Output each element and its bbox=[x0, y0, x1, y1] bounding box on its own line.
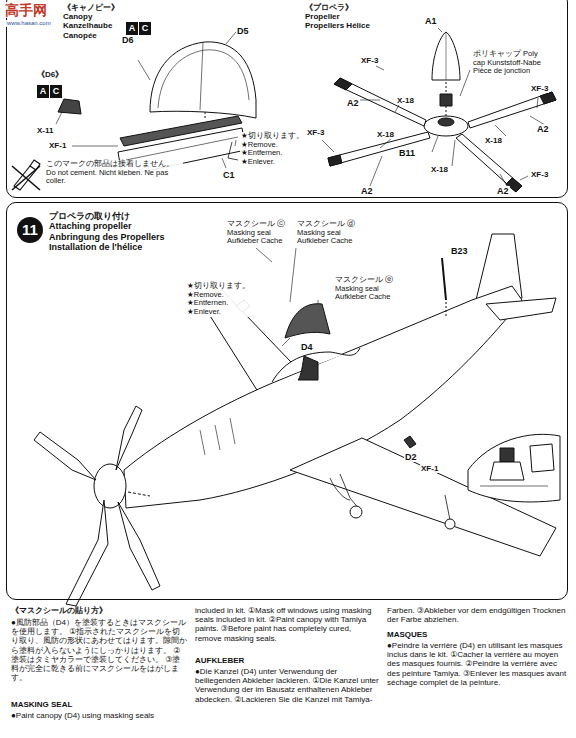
paint-code: X-11 bbox=[36, 126, 54, 135]
part-number: A1 bbox=[424, 16, 438, 26]
sprue-letter: C bbox=[142, 23, 149, 33]
instruction-heading: AUFKLEBER bbox=[194, 656, 245, 665]
cockpit-inset bbox=[468, 434, 560, 502]
step-number-circle: 11 bbox=[17, 217, 43, 243]
sprue-letter-box: A bbox=[126, 22, 138, 35]
instruction-heading: MASQUES bbox=[386, 630, 428, 639]
paint-code: X-18 bbox=[484, 136, 503, 145]
part-number: B23 bbox=[450, 246, 469, 256]
paint-code: X-18 bbox=[376, 130, 395, 139]
step-number: 11 bbox=[22, 221, 38, 238]
remove-note: ★切り取ります。 ★Remove. ★Entfernen. ★Enlever. bbox=[186, 282, 258, 317]
do-not-cement-note: このマークの部品は接着しません。 Do not cement. Nicht kl… bbox=[45, 160, 183, 186]
instruction-text: Farben. ③Abkleber vor dem endgültigen Tr… bbox=[386, 606, 570, 624]
paint-code: X-18 bbox=[396, 96, 415, 105]
part-number: A2 bbox=[496, 186, 510, 196]
instruction-heading: 《マスクシールの貼り方》 bbox=[10, 606, 108, 615]
instruction-text: included in kit. ①Mask off windows using… bbox=[194, 606, 380, 643]
remove-note: ★切り取ります。 ★Remove. ★Entfernen. ★Enlever. bbox=[240, 132, 310, 167]
sprue-letter: C bbox=[53, 86, 60, 96]
instruction-text: ●Peindre la verrière (D4) en utilisant l… bbox=[386, 641, 570, 687]
instruction-text: ●Die Kanzel (D4) unter Verwendung der be… bbox=[194, 667, 380, 704]
propeller-parts bbox=[322, 28, 556, 192]
part-number: D5 bbox=[236, 26, 250, 36]
paint-code: X-18 bbox=[430, 165, 449, 174]
watermark: www.hasan.com bbox=[6, 20, 52, 27]
step-panel: プロペラの取り付け Attaching propeller Anbringung… bbox=[6, 202, 568, 600]
paint-code: XF-1 bbox=[420, 464, 439, 473]
paint-code: XF-1 bbox=[48, 141, 67, 150]
paint-code: XF-3 bbox=[306, 128, 325, 137]
sprue-letter: A bbox=[40, 86, 47, 96]
masking-seal-label: マスクシール ⓒ Masking seal Aufkleber Cache bbox=[226, 220, 294, 246]
canopy-parts bbox=[56, 32, 256, 176]
part-number: A2 bbox=[346, 98, 360, 108]
sprue-letter-box: C bbox=[139, 22, 151, 35]
part-number: 《D6》 bbox=[36, 70, 64, 79]
sprue-letter-box: C bbox=[50, 85, 62, 98]
instruction-text: ●Paint canopy (D4) using masking seals bbox=[10, 711, 188, 720]
part-number: A2 bbox=[536, 124, 550, 134]
part-number: C1 bbox=[222, 170, 236, 180]
part-number: D4 bbox=[300, 342, 314, 352]
poly-cap-note: ポリキャップ Poly cap Kunststoff-Nabe Pièce de… bbox=[472, 50, 549, 76]
part-number: B11 bbox=[398, 148, 416, 158]
part-number: D2 bbox=[404, 452, 418, 462]
do-not-cement-symbol bbox=[12, 160, 40, 190]
masking-seal-label: マスクシール ⓓ Masking seal Aufkleber Cache bbox=[296, 220, 364, 246]
instruction-text: ●風防部品（D4）を塗装するときはマスクシールを使用します。 ①指示されたマスク… bbox=[10, 618, 188, 682]
watermark: 高手网 bbox=[4, 2, 48, 18]
sprue-letter: A bbox=[129, 23, 136, 33]
step-heading: 《キャノピー》 Canopy Kanzelhaube Canopée bbox=[63, 3, 127, 40]
part-number: A2 bbox=[360, 186, 374, 196]
paint-code: XF-3 bbox=[530, 84, 549, 93]
part-number: D6 bbox=[121, 35, 135, 45]
step-heading: 《プロペラ》 Propeller Propellers Hélice bbox=[305, 3, 371, 31]
step-heading: プロペラの取り付け Attaching propeller Anbringung… bbox=[49, 211, 169, 252]
paint-code: XF-3 bbox=[360, 56, 379, 65]
instruction-heading: MASKING SEAL bbox=[10, 700, 73, 709]
sprue-letter-box: A bbox=[37, 85, 49, 98]
masking-seal-label: マスクシール ⓔ Masking seal Aufkleber Cache bbox=[334, 276, 402, 302]
aircraft-p51 bbox=[34, 234, 556, 606]
paint-code: XF-3 bbox=[530, 170, 549, 179]
